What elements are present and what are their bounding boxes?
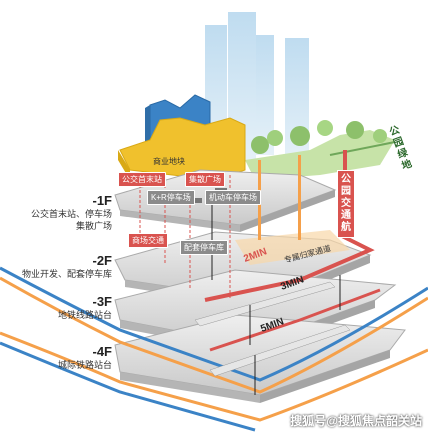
bus-terminal-tag: 公交首末站 bbox=[118, 172, 166, 187]
floor-label-b1: -1F 公交首末站、停车场 集散广场 bbox=[2, 193, 112, 232]
floor-b2-id: -2F bbox=[92, 253, 113, 268]
yellow-podium-tag: 商业地块 bbox=[150, 155, 188, 168]
plaza-tag: 集散广场 bbox=[185, 172, 225, 187]
watermark: 搜狐号@搜狐焦点韶关站 bbox=[290, 414, 422, 428]
commercial-traffic-tag: 商场交通 bbox=[128, 233, 168, 248]
rail-lines bbox=[0, 266, 428, 432]
floor-b4-id: -4F bbox=[92, 344, 113, 359]
floor-b1-id: -1F bbox=[92, 193, 113, 208]
yellow-podium bbox=[118, 117, 246, 181]
vertical-arrows bbox=[211, 195, 341, 395]
floor-b2-desc1: 物业开发、配套停车库 bbox=[21, 269, 112, 279]
floor-b3-id: -3F bbox=[92, 294, 113, 309]
floor-b4-desc1: 城际铁路站台 bbox=[57, 360, 112, 370]
motor-parking-tag: 机动车停车场 bbox=[205, 190, 261, 205]
park-greenery bbox=[245, 120, 396, 180]
kr-parking-tag: K+R停车场 bbox=[147, 190, 195, 205]
park-traffic-banner: 公园交通航 bbox=[337, 170, 355, 238]
trains bbox=[194, 281, 351, 377]
support-parking-tag: 配套停车库 bbox=[180, 240, 228, 255]
floor-label-b3: -3F 地铁线路站台 bbox=[2, 294, 112, 321]
floor-b1-desc2: 集散广场 bbox=[75, 221, 112, 231]
floor-b3-desc1: 地铁线路站台 bbox=[57, 310, 112, 320]
floor-b1-desc1: 公交首末站、停车场 bbox=[30, 209, 112, 219]
floor-label-b4: -4F 城际铁路站台 bbox=[2, 344, 112, 371]
floor-label-b2: -2F 物业开发、配套停车库 bbox=[2, 253, 112, 280]
